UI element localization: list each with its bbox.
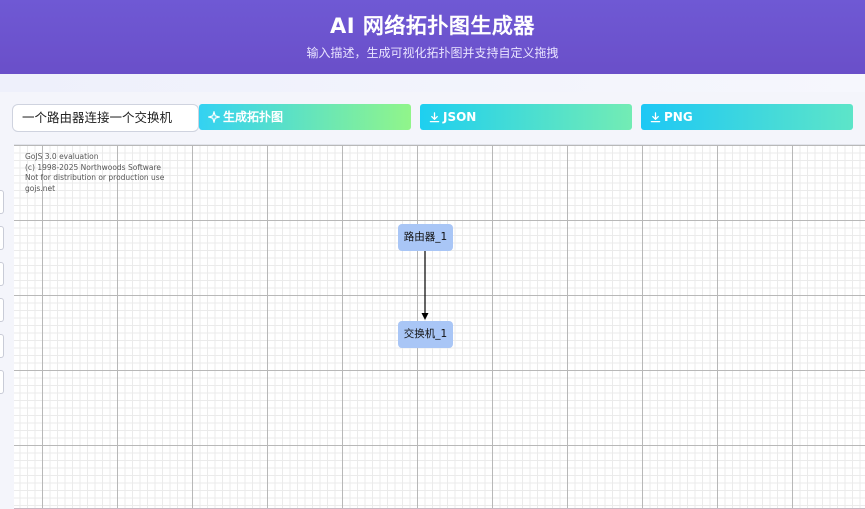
link-router-to-switch[interactable] xyxy=(419,251,431,321)
palette-handle[interactable] xyxy=(0,298,4,322)
watermark-line: Not for distribution or production use xyxy=(25,173,165,182)
palette-handle[interactable] xyxy=(0,190,4,214)
watermark-line: GoJS 3.0 evaluation xyxy=(25,152,99,161)
app-header: AI 网络拓扑图生成器 输入描述，生成可视化拓扑图并支持自定义拖拽 xyxy=(0,0,865,74)
json-button-label: JSON xyxy=(443,110,477,124)
topology-node-router[interactable]: 路由器_1 xyxy=(398,224,453,251)
download-icon xyxy=(650,111,661,122)
sparkle-icon xyxy=(208,111,220,123)
page-title: AI 网络拓扑图生成器 xyxy=(330,14,535,38)
download-icon xyxy=(429,111,440,122)
topology-canvas[interactable]: GoJS 3.0 evaluation (c) 1998-2025 Northw… xyxy=(14,144,865,509)
png-button-label: PNG xyxy=(664,110,693,124)
watermark-line: (c) 1998-2025 Northwoods Software xyxy=(25,162,162,172)
topology-node-switch[interactable]: 交换机_1 xyxy=(398,321,453,348)
header-band xyxy=(0,74,865,92)
gojs-watermark: GoJS 3.0 evaluation (c) 1998-2025 Northw… xyxy=(25,152,164,194)
download-png-button[interactable]: PNG xyxy=(641,104,853,130)
generate-button-label: 生成拓扑图 xyxy=(223,110,284,124)
palette-handle[interactable] xyxy=(0,334,4,358)
toolbar: 一个路由器连接一个交换机 生成拓扑图 JSON PNG xyxy=(0,92,865,144)
watermark-line: gojs.net xyxy=(25,183,56,193)
generate-topology-button[interactable]: 生成拓扑图 xyxy=(199,104,411,130)
side-palette-handles xyxy=(0,190,4,406)
palette-handle[interactable] xyxy=(0,226,4,250)
page-subtitle: 输入描述，生成可视化拓扑图并支持自定义拖拽 xyxy=(306,46,559,60)
palette-handle[interactable] xyxy=(0,370,4,394)
description-input[interactable]: 一个路由器连接一个交换机 xyxy=(12,104,199,132)
download-json-button[interactable]: JSON xyxy=(420,104,632,130)
palette-handle[interactable] xyxy=(0,262,4,286)
